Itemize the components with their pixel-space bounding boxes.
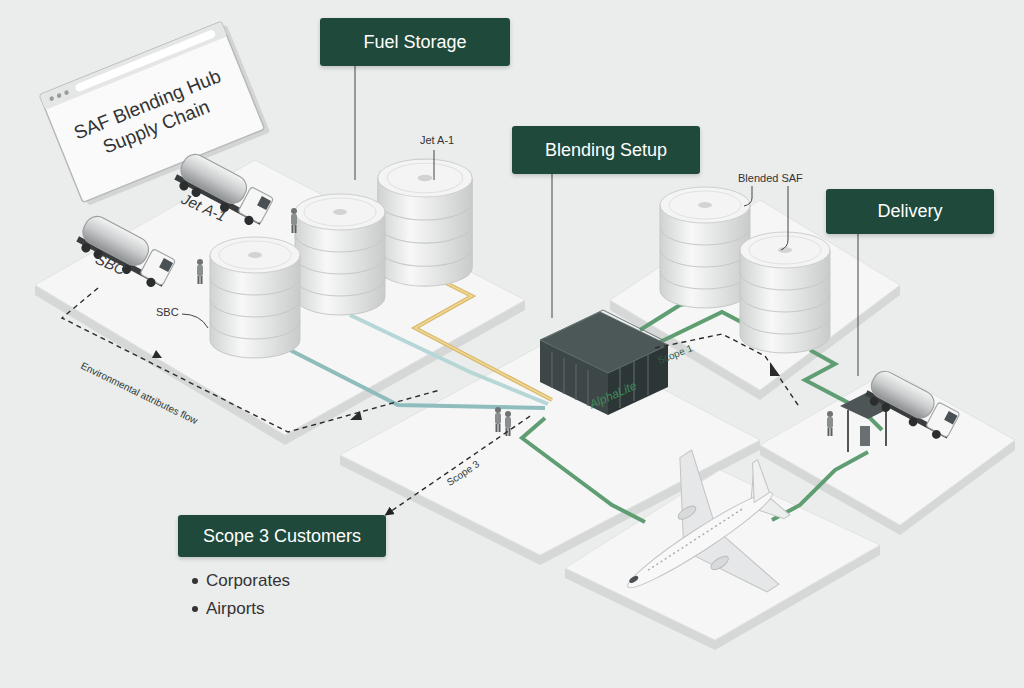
- callout-label: Jet A-1: [420, 134, 454, 146]
- node-label: Blending Setup: [545, 140, 667, 161]
- unit-rail: [545, 310, 665, 341]
- plane-engine: [676, 503, 698, 521]
- node-label: Delivery: [877, 201, 942, 222]
- leader-line: [552, 174, 553, 318]
- callout-label: Environmental attributes flow: [79, 360, 199, 426]
- customer-tag: Scope 3 Customers: [178, 515, 386, 557]
- scope-flow-connector: [386, 416, 530, 515]
- sbc-pipe: [350, 315, 548, 404]
- leader-line: [182, 314, 208, 328]
- section-tag: Fuel Storage: [320, 18, 510, 66]
- plane-fin: [736, 460, 776, 503]
- leader-line: [434, 150, 435, 180]
- storage-tank: [295, 194, 385, 315]
- board-dot: [49, 96, 55, 102]
- dispenser: [860, 426, 870, 446]
- sbc-truck: [74, 212, 178, 292]
- flow-arrow: [770, 362, 780, 376]
- section-tag: Blending Setup: [512, 126, 700, 174]
- callout-label: Airports: [206, 599, 265, 619]
- callout-label: Corporates: [206, 571, 290, 591]
- saf-pipe: [805, 350, 882, 430]
- node-label: Fuel Storage: [363, 32, 466, 53]
- board-dot: [56, 93, 62, 99]
- section-tag: Delivery: [826, 189, 994, 234]
- bullet: [192, 578, 198, 584]
- canopy-post: [847, 410, 849, 452]
- callout-label: Jet A-1: [179, 190, 229, 225]
- callout-label: Blended SAF: [738, 172, 803, 184]
- title-text: SAF Blending Hub Supply Chain: [64, 62, 240, 170]
- board-dot: [64, 90, 70, 96]
- attribute-flow-line: [62, 288, 440, 432]
- unit-roof: [540, 312, 668, 373]
- flow-arrow: [350, 411, 362, 420]
- saf-pipe: [772, 452, 868, 520]
- callout-label: Scope 1: [656, 342, 694, 366]
- leader-bracket: [744, 186, 788, 250]
- saf-pipe: [522, 418, 645, 522]
- sbc-pipe: [290, 350, 545, 408]
- flow-arrow: [152, 350, 162, 358]
- blending-platform: [340, 335, 760, 555]
- plane-engine: [709, 554, 731, 572]
- worker: [495, 407, 501, 432]
- saf-tank: [740, 232, 830, 353]
- jet-tank: [378, 159, 473, 286]
- leader-line: [858, 234, 859, 376]
- canopy-post: [885, 408, 887, 446]
- plane-cockpit: [628, 575, 639, 585]
- apron-platform: [565, 470, 880, 640]
- node-label: AlphaLite: [587, 378, 638, 411]
- jet-pipe-highlight: [415, 280, 552, 400]
- delivery-truck: [862, 367, 961, 443]
- callout-label: SBC: [93, 250, 128, 278]
- edge-label: Scope 3: [445, 458, 482, 488]
- leader-line: [355, 66, 356, 180]
- worker: [505, 411, 511, 436]
- plane-windows: [648, 508, 744, 571]
- saf-tank: [660, 187, 750, 308]
- callout-label: SBC: [156, 306, 179, 318]
- jet-pipe: [415, 280, 552, 400]
- scope1-flow-line: [655, 334, 800, 408]
- sbc-tank: [210, 237, 300, 358]
- bullet: [192, 606, 198, 612]
- worker: [197, 259, 203, 284]
- worker: [291, 208, 297, 233]
- jet-truck: [172, 150, 276, 230]
- node-label: Scope 3 Customers: [203, 526, 361, 547]
- worker: [827, 411, 833, 436]
